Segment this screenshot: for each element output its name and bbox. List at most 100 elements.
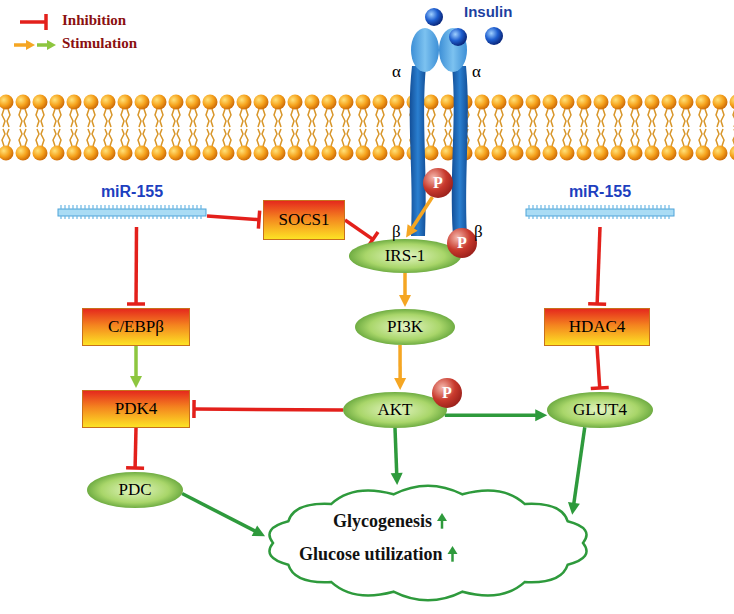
- strip-tooth: [592, 216, 593, 219]
- lipid-tail: [546, 129, 549, 146]
- strip-tooth: [104, 205, 105, 209]
- lipid-tail: [602, 129, 605, 146]
- strip-tooth: [164, 216, 165, 219]
- connector-line: [395, 428, 397, 474]
- strip-tooth: [568, 216, 569, 219]
- strip-tooth: [528, 216, 529, 219]
- lipid-head: [288, 146, 303, 161]
- strip-tooth: [160, 216, 161, 219]
- phospho-circle: P: [423, 168, 453, 198]
- stimulation-sample: [26, 40, 35, 50]
- lipid-tail: [733, 129, 734, 146]
- strip-body: [58, 209, 206, 216]
- lipid-tail: [614, 129, 617, 146]
- strip-tooth: [588, 205, 589, 209]
- connector-line: [412, 197, 432, 228]
- outcome-cloud: GlycogenesisGlucose utilization: [263, 483, 593, 603]
- strip-tooth: [60, 216, 61, 219]
- strip-tooth: [144, 205, 145, 209]
- lipid-tail: [155, 129, 158, 146]
- strip-tooth: [616, 205, 617, 209]
- gene-box: HDAC4: [544, 308, 650, 346]
- lipid-tail: [721, 109, 724, 127]
- lipid-head: [33, 95, 48, 110]
- stimulation-sample: [14, 43, 27, 47]
- lipid-tail: [53, 109, 56, 127]
- lipid-tail: [495, 109, 498, 127]
- strip-tooth: [128, 216, 129, 219]
- strip-tooth: [640, 205, 641, 209]
- lipid-head: [662, 95, 677, 110]
- mirna-strand: miR-155: [57, 183, 207, 227]
- lipid-head: [16, 95, 31, 110]
- lipid-head: [322, 146, 337, 161]
- lipid-tail: [376, 109, 379, 127]
- lipid-head: [305, 95, 320, 110]
- lipid-head: [509, 146, 524, 161]
- lipid-head: [628, 146, 643, 161]
- strip-tooth: [172, 205, 173, 209]
- lipid-tail: [121, 109, 124, 127]
- lipid-tail: [432, 129, 435, 146]
- lipid-head: [594, 146, 609, 161]
- lipid-head: [186, 146, 201, 161]
- lipid-tail: [104, 129, 107, 146]
- lipid-head: [730, 146, 734, 161]
- lipid-head: [186, 95, 201, 110]
- connector: [394, 345, 406, 390]
- lipid-head: [0, 146, 14, 161]
- lipid-tail: [483, 109, 486, 127]
- strip-tooth: [632, 205, 633, 209]
- lipid-tail: [483, 129, 486, 146]
- strip-tooth: [652, 205, 653, 209]
- lipid-tail: [444, 129, 447, 146]
- gene-box: PDK4: [82, 390, 190, 428]
- strip-tooth: [660, 205, 661, 209]
- arrowhead: [130, 376, 142, 388]
- strip-tooth: [540, 216, 541, 219]
- label-text: α: [392, 62, 401, 82]
- lipid-tail: [223, 109, 226, 127]
- strip-tooth: [552, 216, 553, 219]
- connector: [127, 227, 145, 304]
- strip-tooth: [536, 205, 537, 209]
- strip-tooth: [584, 205, 585, 209]
- strip-tooth: [600, 205, 601, 209]
- lipid-head: [16, 146, 31, 161]
- lipid-head: [543, 146, 558, 161]
- lipid-tail: [211, 129, 214, 146]
- lipid-tail: [177, 129, 180, 146]
- node-text: P: [457, 234, 467, 252]
- strip-tooth: [124, 205, 125, 209]
- lipid-tail: [177, 109, 180, 127]
- strip-tooth: [176, 205, 177, 209]
- strip-tooth: [668, 216, 669, 219]
- stimulation-sample: [47, 40, 56, 50]
- lipid-head: [441, 95, 456, 110]
- connector: [207, 211, 260, 229]
- lipid-tail: [257, 129, 260, 146]
- lipid-tail: [24, 129, 27, 146]
- strip-tooth: [116, 216, 117, 219]
- lipid-tail: [240, 129, 243, 146]
- lipid-tail: [160, 129, 163, 146]
- lipid-tail: [665, 109, 668, 127]
- arrowhead: [568, 502, 580, 515]
- lipid-tail: [500, 129, 503, 146]
- strip-tooth: [132, 205, 133, 209]
- lipid-tail: [347, 129, 350, 146]
- lipid-tail: [449, 109, 452, 127]
- lipid-tail: [716, 109, 719, 127]
- strip-tooth: [596, 205, 597, 209]
- arrowhead: [399, 295, 411, 307]
- strip-tooth: [64, 205, 65, 209]
- alpha-subunit: [439, 28, 467, 72]
- arrowhead: [535, 409, 547, 421]
- lipid-tail: [534, 109, 537, 127]
- strip-tooth: [68, 205, 69, 209]
- lipid-tail: [619, 129, 622, 146]
- lipid-head: [237, 95, 252, 110]
- lipid-tail: [126, 129, 129, 146]
- lipid-head: [67, 146, 82, 161]
- lipid-tail: [155, 109, 158, 127]
